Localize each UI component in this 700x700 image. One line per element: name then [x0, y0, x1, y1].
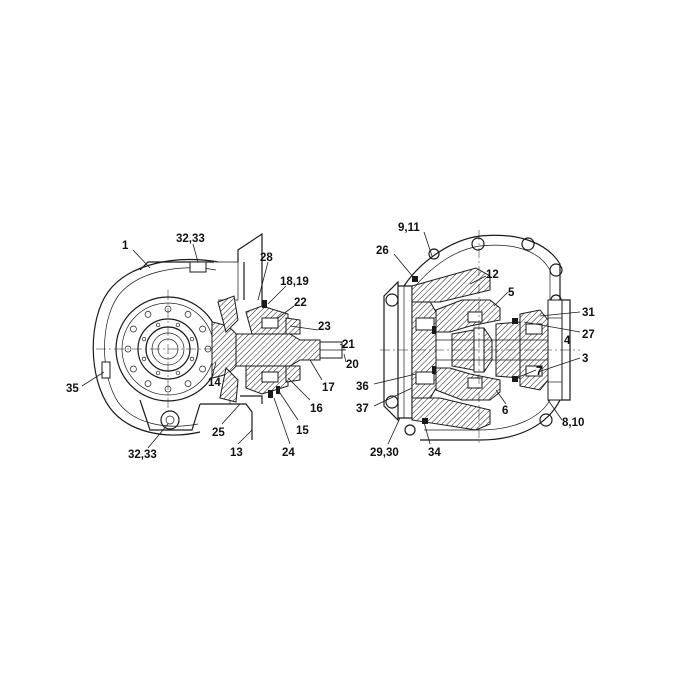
callout-20: 20: [346, 359, 359, 371]
stud-hole: [141, 336, 147, 342]
callout-6: 6: [502, 405, 508, 417]
callout-21: 21: [342, 339, 355, 351]
bolt-hole: [144, 311, 152, 318]
callout-26: 26: [376, 245, 389, 257]
callout-12: 12: [486, 269, 499, 281]
callout-34: 34: [428, 447, 441, 459]
bolt-hole: [199, 325, 206, 333]
callout-32-33-bottom: 32,33: [128, 449, 157, 461]
callout-17: 17: [322, 382, 335, 394]
bolt-hole: [184, 380, 192, 387]
callout-5: 5: [508, 287, 515, 299]
stud-hole: [189, 336, 195, 342]
callout-24: 24: [282, 447, 295, 459]
callout-37: 37: [356, 403, 369, 415]
callout-4: 4: [564, 335, 571, 347]
callout-27: 27: [582, 329, 595, 341]
leader-lines: [81, 231, 581, 449]
callout-29-30: 29,30: [370, 447, 399, 459]
callout-31: 31: [582, 307, 595, 319]
bolt-holes: [124, 305, 212, 393]
stud-hole: [189, 356, 195, 362]
bolt-hole: [130, 325, 137, 333]
right-differential-view: [380, 230, 580, 446]
callout-22: 22: [294, 297, 307, 309]
callout-14: 14: [208, 377, 221, 389]
left-housing-view: [92, 232, 346, 440]
stud-hole: [175, 370, 181, 376]
stud-hole: [141, 356, 147, 362]
stud-hole: [155, 322, 161, 328]
callout-13: 13: [230, 447, 243, 459]
callout-25: 25: [212, 427, 225, 439]
callout-32-33-top: 32,33: [176, 233, 205, 245]
stud-hole: [155, 370, 161, 376]
right-view-callouts: 9,11 26 12 5 31 27 4 3 7 6 8,10 34 29,30…: [356, 222, 595, 459]
bolt-hole: [184, 311, 192, 318]
callout-1: 1: [122, 240, 129, 252]
bolt-hole: [124, 345, 132, 353]
callout-18-19: 18,19: [280, 276, 309, 288]
callout-28: 28: [260, 252, 273, 264]
callout-9-11: 9,11: [398, 222, 420, 234]
bolt-hole: [130, 365, 137, 373]
bolt-hole: [199, 365, 206, 373]
callout-15: 15: [296, 425, 309, 437]
callout-7: 7: [536, 366, 542, 378]
callout-16: 16: [310, 403, 323, 415]
callout-3: 3: [582, 353, 588, 365]
callout-36: 36: [356, 381, 369, 393]
callout-8-10: 8,10: [562, 417, 584, 429]
callout-35: 35: [66, 383, 79, 395]
callout-23: 23: [318, 321, 331, 333]
left-view-callouts: 1 32,33 28 18,19 22 23 21 20 17 16 15 24…: [66, 233, 359, 461]
bolt-hole: [144, 380, 152, 387]
stud-hole: [175, 322, 181, 328]
